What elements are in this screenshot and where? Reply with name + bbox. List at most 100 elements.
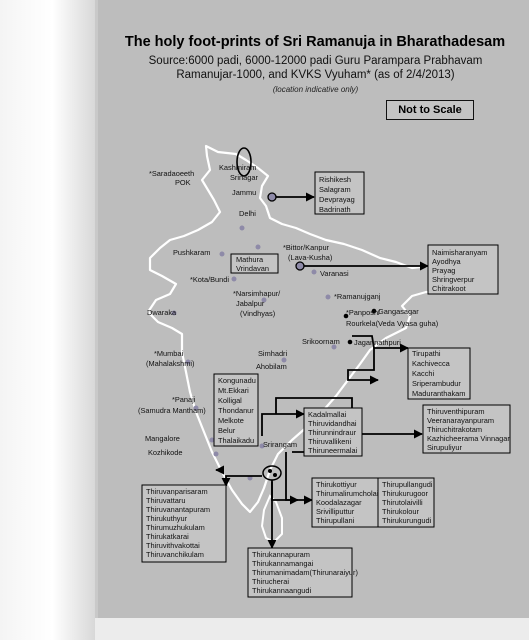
dot-rourkela	[343, 313, 349, 319]
label-kota: *Kota/Bundi	[190, 275, 229, 284]
label-pushkaram: Pushkaram	[173, 248, 210, 257]
svg-text:Thiruvanparisaram: Thiruvanparisaram	[146, 487, 208, 496]
svg-text:Thiruneermalai: Thiruneermalai	[308, 446, 358, 455]
map-title: The holy foot-prints of Sri Ramanuja in …	[124, 34, 506, 50]
dot-mangalore	[209, 437, 215, 443]
svg-text:Thiruvithvakottai: Thiruvithvakottai	[146, 541, 200, 550]
label-mangalore: Mangalore	[145, 434, 180, 443]
label-panaji: *Panaji	[172, 395, 196, 404]
dot-kota	[231, 276, 237, 282]
svg-text:Thiruvidandhai: Thiruvidandhai	[308, 419, 357, 428]
subtitle-line-2: Ramanujar-1000, and KVKS Vyuham* (as of …	[176, 68, 455, 81]
box-thirupullangudi: Thirupullangudi Thirukurugoor Thirutolai…	[377, 477, 435, 528]
svg-text:Thirukurungudi: Thirukurungudi	[382, 516, 432, 525]
dot-mathura	[255, 244, 261, 250]
svg-text:Thirumanimadam(Thirunaraiyur): Thirumanimadam(Thirunaraiyur)	[252, 568, 358, 577]
dot-varanasi	[311, 269, 317, 275]
dot-mumbai	[185, 359, 191, 365]
scan-left-margin	[0, 0, 95, 640]
svg-text:Thiruventhipuram: Thiruventhipuram	[427, 407, 485, 416]
ring-naimisharanyam	[295, 261, 305, 271]
svg-text:Thirukolour: Thirukolour	[382, 507, 420, 516]
label-kashmiram: Kashmiram	[219, 163, 256, 172]
subtitle-line-1: Source:6000 padi, 6000-12000 padi Guru P…	[148, 55, 483, 67]
svg-text:Thirunnindraur: Thirunnindraur	[308, 428, 357, 437]
svg-text:Thiruvanchikulam: Thiruvanchikulam	[146, 550, 204, 559]
svg-text:Rishikesh: Rishikesh	[319, 175, 351, 184]
svg-text:Melkote: Melkote	[218, 416, 244, 425]
box-kadalmallai: Kadalmallai Thiruvidandhai Thirunnindrau…	[303, 407, 363, 457]
svg-text:Shringverpur: Shringverpur	[432, 275, 475, 284]
svg-text:Salagram: Salagram	[319, 185, 351, 194]
box-thiruventhipuram: Thiruventhipuram Veeranarayanpuram Thiru…	[422, 404, 511, 454]
box-thirukottiyur: Thirukottiyur Thirumalirumcholai Koodala…	[311, 477, 379, 528]
svg-text:Kolligal: Kolligal	[218, 396, 242, 405]
svg-text:Thirukottiyur: Thirukottiyur	[316, 480, 357, 489]
svg-text:Thirumuzhukulam: Thirumuzhukulam	[146, 523, 205, 532]
svg-text:Badrinath: Badrinath	[319, 205, 351, 214]
dot-gangasagar	[371, 308, 377, 314]
svg-text:Thiruchitrakotam: Thiruchitrakotam	[427, 425, 482, 434]
svg-text:Thirupullangudi: Thirupullangudi	[382, 480, 433, 489]
label-ahobilam: Ahobilam	[256, 362, 287, 371]
label-panposh: *Panposh/	[346, 308, 381, 317]
label-vindhyas: (Vindhyas)	[240, 309, 275, 318]
label-mahalakshmi: (Mahalakshmi)	[146, 359, 194, 368]
svg-text:Tirupathi: Tirupathi	[412, 349, 441, 358]
box-thirukannapuram: Thirukannapuram Thirukannamangai Thiruma…	[247, 547, 358, 598]
dot-simhadri	[281, 357, 287, 363]
label-ramanujganj: *Ramanujganj	[334, 292, 381, 301]
svg-text:Thirupullani: Thirupullani	[316, 516, 355, 525]
map-subtitle: Source:6000 padi, 6000-12000 padi Guru P…	[118, 55, 513, 82]
scan-bottom-margin	[95, 618, 529, 640]
label-pok: POK	[175, 178, 191, 187]
label-dwaraka: Dwaraka	[147, 308, 177, 317]
label-jammu: Jammu	[232, 188, 256, 197]
dot-srirangam	[259, 443, 265, 449]
svg-text:Veeranarayanpuram: Veeranarayanpuram	[427, 416, 494, 425]
box-mathura: Mathura Vrindavan	[230, 253, 279, 274]
svg-text:Thiruvattaru: Thiruvattaru	[146, 496, 185, 505]
dot-delhi	[239, 225, 245, 231]
svg-text:Prayag: Prayag	[432, 266, 455, 275]
dot-pushkaram	[219, 251, 225, 257]
svg-text:Thirucherai: Thirucherai	[252, 577, 289, 586]
ring-rishikesh	[267, 192, 277, 202]
label-srirangam: Srirangam	[263, 440, 297, 449]
place-labels: *Saradaoeeth POK Kashmiram Srinagar Jamm…	[138, 163, 438, 457]
dot-ramanujganj	[325, 294, 331, 300]
svg-text:Maduranthakam: Maduranthakam	[412, 389, 465, 398]
dot-narsimhapur	[261, 297, 267, 303]
svg-text:Thirukannapuram: Thirukannapuram	[252, 550, 310, 559]
label-gangasagar: Gangasagar	[378, 307, 419, 316]
svg-text:Thirumalirumcholai: Thirumalirumcholai	[316, 489, 379, 498]
label-kozhikode: Kozhikode	[148, 448, 183, 457]
location-dots	[171, 225, 337, 481]
svg-text:Thirukannamangai: Thirukannamangai	[252, 559, 314, 568]
svg-text:Srivilliputtur: Srivilliputtur	[316, 507, 355, 516]
label-narsimhapur: *Narsimhapur/	[233, 289, 281, 298]
box-naimisharanyam: Naimisharanyam Ayodhya Prayag Shringverp…	[427, 244, 499, 295]
label-mumbai: *Mumbai	[154, 349, 184, 358]
svg-text:Mathura: Mathura	[236, 255, 264, 264]
svg-text:Thirukurugoor: Thirukurugoor	[382, 489, 429, 498]
label-varanasi: Varanasi	[320, 269, 349, 278]
svg-text:Chitrakoot: Chitrakoot	[432, 284, 466, 293]
svg-text:Thirukannaangudi: Thirukannaangudi	[252, 586, 312, 595]
dot-panaji	[193, 405, 199, 411]
box-tirupathi: Tirupathi Kachivecca Kacchi Sriperambudu…	[407, 347, 471, 400]
dot-jagannath	[347, 339, 353, 345]
not-to-scale-box: Not to Scale	[386, 100, 474, 120]
svg-text:Sirupuliyur: Sirupuliyur	[427, 443, 462, 452]
location-note: (location indicative only)	[272, 85, 359, 94]
svg-text:Devprayag: Devprayag	[319, 195, 355, 204]
dot-kozhikode	[213, 451, 219, 457]
label-simhadri: Simhadri	[258, 349, 288, 358]
label-lavakusha: (Lava-Kusha)	[288, 253, 332, 262]
label-srikoornam: Srikoornam	[302, 337, 340, 346]
svg-text:Thirukuthyur: Thirukuthyur	[146, 514, 188, 523]
svg-text:Mt.Ekkari: Mt.Ekkari	[218, 386, 249, 395]
box-thiruvanparisaram: Thiruvanparisaram Thiruvattaru Thiruvana…	[141, 484, 227, 563]
place-boxes: Rishikesh Salagram Devprayag Badrinath M…	[141, 171, 511, 598]
